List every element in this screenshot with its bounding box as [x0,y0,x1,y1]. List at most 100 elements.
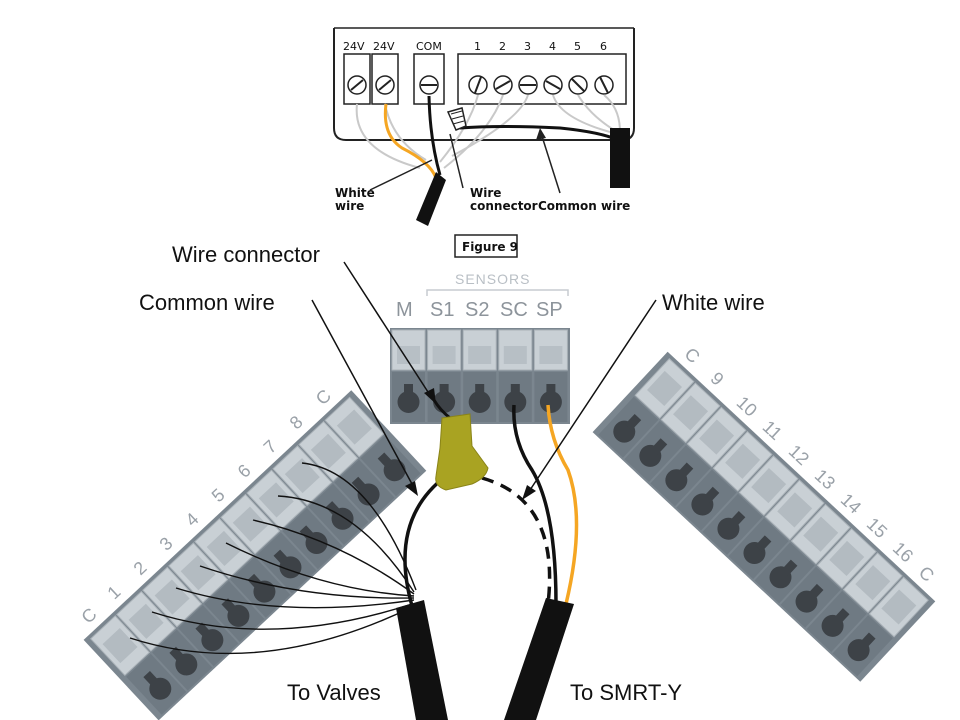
top-label-5: 5 [574,40,581,53]
sensor-block: SENSORS M S1 S2 SC SP [390,271,570,424]
sensors-header: SENSORS [455,271,530,287]
top-label-wire: Wire [470,186,501,200]
top-terminal-5 [568,75,588,95]
pointer-white-wire [529,299,657,491]
left-strip-cell-8 [298,420,395,521]
right-strip-cell-1 [624,382,721,483]
right-strip-cell-3 [676,430,773,531]
top-label-connector: connector [470,199,538,213]
left-strip-label-1: 1 [104,582,125,603]
left-strip-cell-0 [90,615,187,715]
figure-caption: Figure 9 [462,240,518,254]
sensor-cell-s2 [462,329,497,422]
left-strip-cell-5 [220,493,317,594]
left-strip-cell-3 [168,542,265,642]
right-strip-label-7: 15 [863,514,891,542]
pointer-common-wire [311,299,413,485]
top-label-4: 4 [549,40,556,53]
white-wire [481,476,552,605]
top-terminal-1 [468,75,488,95]
sensor-label-m: M [396,299,413,321]
sensors-bracket [426,289,569,296]
arrowhead-wire-connector [424,388,436,404]
top-zone-wires [355,94,621,169]
top-arrowhead-common [536,128,546,140]
left-strip-cell-1 [116,590,213,691]
controller-housing [333,28,635,141]
top-terminals [343,53,627,105]
right-strip-label-0: C [681,344,704,367]
left-strip-label-5: 5 [208,485,229,506]
top-smrt-cable [610,128,630,188]
arrowhead-white-wire [522,485,536,500]
top-pointer-white-wire [369,159,433,191]
sensor-cells [391,329,568,422]
valves-cable [396,600,448,720]
sensor-label-sc: SC [500,299,528,321]
sensor-label-s1: S1 [430,299,454,321]
top-panel: 24V 24V COM 1 2 3 4 5 6 [333,27,635,258]
wire-connector-icon [435,413,489,491]
right-strip-label-2: 10 [733,392,761,420]
figure-caption-box [454,234,518,258]
top-label-com: COM [416,40,442,53]
left-strip-label-6: 6 [234,460,255,481]
right-strip-cell-8 [806,552,903,652]
top-common-wire [459,125,619,142]
right-strip-cell-5 [728,479,825,580]
smrt-y-cable [504,598,574,720]
top-terminal-24v-2 [371,53,399,105]
zone-wires [129,462,417,655]
right-strip-cell-2 [650,406,747,507]
left-strip-cell-9 [324,396,421,497]
top-label-2: 2 [499,40,506,53]
sensor-cell-sp [533,329,568,422]
left-strip-cell-4 [194,518,291,618]
top-terminal-3 [518,75,538,95]
common-wire [403,474,448,607]
top-valve-cable [416,172,446,226]
left-strip-label-4: 4 [182,509,203,530]
top-terminal-2 [493,75,513,95]
top-label-1: 1 [474,40,481,53]
top-label-common-wire: Common wire [538,199,630,213]
top-terminal-24v-1 [343,53,371,105]
top-label-white: White [335,186,375,200]
callout-to-valves: To Valves [287,680,381,705]
top-label-6: 6 [600,40,607,53]
callout-common-wire: Common wire [139,290,275,315]
top-pointer-wire-connector [449,133,464,189]
right-strip-label-3: 11 [759,417,786,444]
right-strip-label-1: 9 [707,368,728,389]
left-strip-label-7: 7 [260,436,281,457]
sensor-label-sp: SP [536,299,563,321]
right-strip-cell-0 [598,358,695,458]
right-strip-cell-7 [780,527,877,628]
left-strip-label-9: C [312,385,335,408]
sc-wire [512,404,558,605]
top-terminal-4 [543,75,563,95]
pointer-wire-connector [343,261,429,393]
sensor-cell-m [391,329,426,422]
sensor-label-s2: S2 [465,299,489,321]
top-pointer-common-wire [539,129,561,194]
right-strip-cells [598,358,929,677]
left-strip-label-3: 3 [156,533,177,554]
top-label-24v-2: 24V [373,40,395,53]
sp-orange-wire [546,404,579,605]
right-strip-label-5: 13 [811,465,839,493]
callout-wire-connector: Wire connector [172,242,320,267]
top-orange-wire [383,103,438,179]
right-strip-label-8: 16 [889,538,917,566]
top-wire-connector-icon [446,107,467,131]
right-strip-cell-9 [832,576,929,677]
right-strip-label-6: 14 [837,489,865,517]
arrowhead-common-wire [405,481,418,496]
top-terminal-6 [594,75,614,95]
right-strip-cell-4 [702,455,799,555]
top-com-wire [427,95,442,176]
top-label-white-wire: wire [335,199,364,213]
top-label-24v-1: 24V [343,40,365,53]
